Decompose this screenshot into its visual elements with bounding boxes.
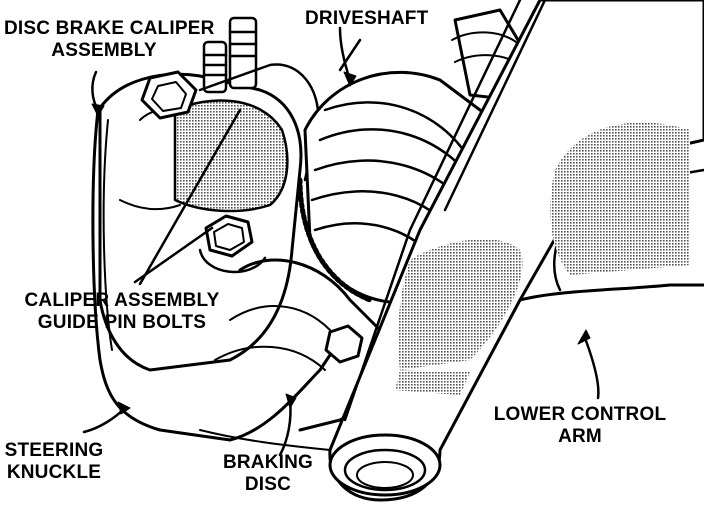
label-steering-knuckle: STEERING KNUCKLE — [4, 440, 104, 483]
label-braking-disc: BRAKING DISC — [222, 452, 314, 495]
lower-control-arm — [328, 0, 704, 502]
steering-knuckle — [91, 108, 342, 442]
disc-hub-bolt — [324, 324, 364, 364]
bleeder-screws — [202, 16, 258, 94]
label-driveshaft: DRIVESHAFT — [305, 8, 429, 29]
label-disc-brake-caliper-assembly: DISC BRAKE CALIPER ASSEMBLY — [4, 18, 215, 61]
caliper-upper-bolt — [140, 70, 198, 120]
guide-pin-bolt — [198, 214, 267, 274]
label-caliper-guide-pin-bolts: CALIPER ASSEMBLY GUIDE PIN BOLTS — [24, 290, 220, 333]
label-lower-control-arm: LOWER CONTROL ARM — [493, 404, 667, 447]
